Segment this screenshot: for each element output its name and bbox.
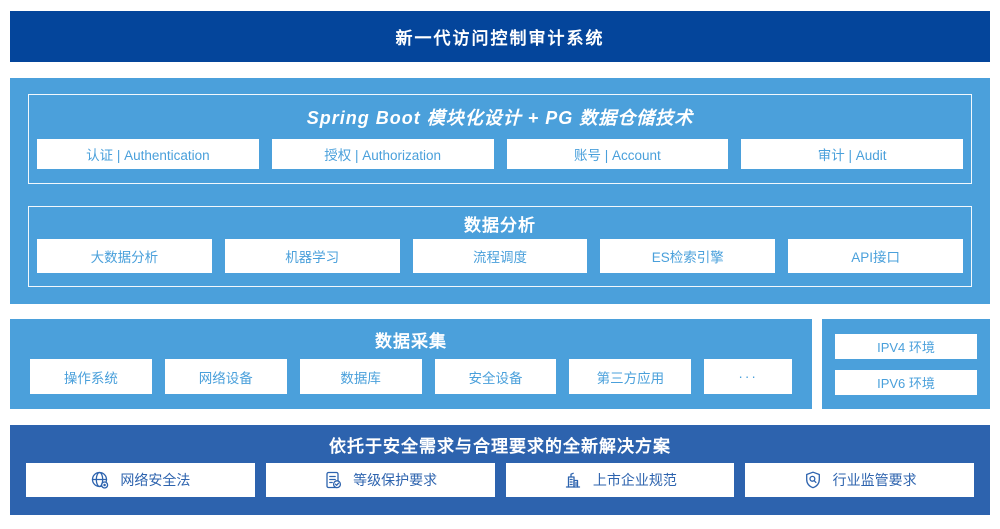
- system-title: 新一代访问控制审计系统: [395, 29, 605, 48]
- network-env-section: IPV4 环境 IPV6 环境: [822, 319, 990, 409]
- solution-section: 依托于安全需求与合理要求的全新解决方案 网络安全法: [10, 425, 990, 515]
- module-authentication: 认证 | Authentication: [37, 139, 259, 169]
- solution-item-label: 网络安全法: [120, 472, 191, 488]
- data-collection-title: 数据采集: [375, 331, 447, 351]
- module-audit: 审计 | Audit: [741, 139, 963, 169]
- source-network-device: 网络设备: [164, 359, 287, 394]
- module-bigdata: 大数据分析: [37, 239, 212, 273]
- module-api: API接口: [788, 239, 963, 273]
- collection-row: 数据采集 操作系统 网络设备 数据库 安全设备 第三方应用 ··· IPV4 环…: [10, 319, 990, 409]
- document-check-icon: [326, 471, 342, 489]
- building-icon: [565, 472, 581, 488]
- solution-industry-regulation: 行业监管要求: [745, 463, 974, 497]
- auth-module-row: 认证 | Authentication 授权 | Authorization 账…: [29, 139, 971, 183]
- solution-classified-protection: 等级保护要求: [265, 463, 495, 497]
- solution-item-label: 上市企业规范: [592, 472, 677, 488]
- source-thirdparty-app: 第三方应用: [569, 359, 692, 394]
- springboot-panel-title: Spring Boot 模块化设计 + PG 数据仓储技术: [306, 108, 694, 128]
- source-database: 数据库: [299, 359, 422, 394]
- source-os: 操作系统: [30, 359, 152, 394]
- ipv4-env-box: IPV4 环境: [835, 333, 977, 359]
- shield-search-icon: [805, 471, 820, 489]
- solution-cybersecurity-law: 网络安全法: [26, 463, 255, 497]
- collection-module-row: 操作系统 网络设备 数据库 安全设备 第三方应用 ···: [10, 359, 812, 409]
- data-analysis-title: 数据分析: [464, 215, 536, 235]
- solution-item-row: 网络安全法 等级保护要求 上市企业规范: [10, 463, 990, 515]
- solution-title: 依托于安全需求与合理要求的全新解决方案: [329, 436, 671, 456]
- system-title-banner: 新一代访问控制审计系统: [10, 11, 990, 62]
- source-more: ···: [704, 359, 793, 394]
- platform-section: Spring Boot 模块化设计 + PG 数据仓储技术 认证 | Authe…: [10, 78, 990, 304]
- solution-item-label: 行业监管要求: [832, 472, 917, 488]
- source-security-device: 安全设备: [434, 359, 557, 394]
- data-analysis-panel: 数据分析 大数据分析 机器学习 流程调度 ES检索引擎 API接口: [28, 206, 972, 287]
- analysis-module-row: 大数据分析 机器学习 流程调度 ES检索引擎 API接口: [29, 239, 971, 286]
- springboot-panel: Spring Boot 模块化设计 + PG 数据仓储技术 认证 | Authe…: [28, 94, 972, 184]
- solution-listed-company: 上市企业规范: [505, 463, 735, 497]
- ipv6-env-box: IPV6 环境: [835, 369, 977, 395]
- data-collection-section: 数据采集 操作系统 网络设备 数据库 安全设备 第三方应用 ···: [10, 319, 812, 409]
- globe-icon: [92, 471, 109, 489]
- module-account: 账号 | Account: [506, 139, 729, 169]
- module-authorization: 授权 | Authorization: [271, 139, 494, 169]
- solution-item-label: 等级保护要求: [353, 472, 438, 488]
- module-es-search: ES检索引擎: [600, 239, 776, 273]
- module-workflow: 流程调度: [412, 239, 588, 273]
- module-machine-learning: 机器学习: [224, 239, 400, 273]
